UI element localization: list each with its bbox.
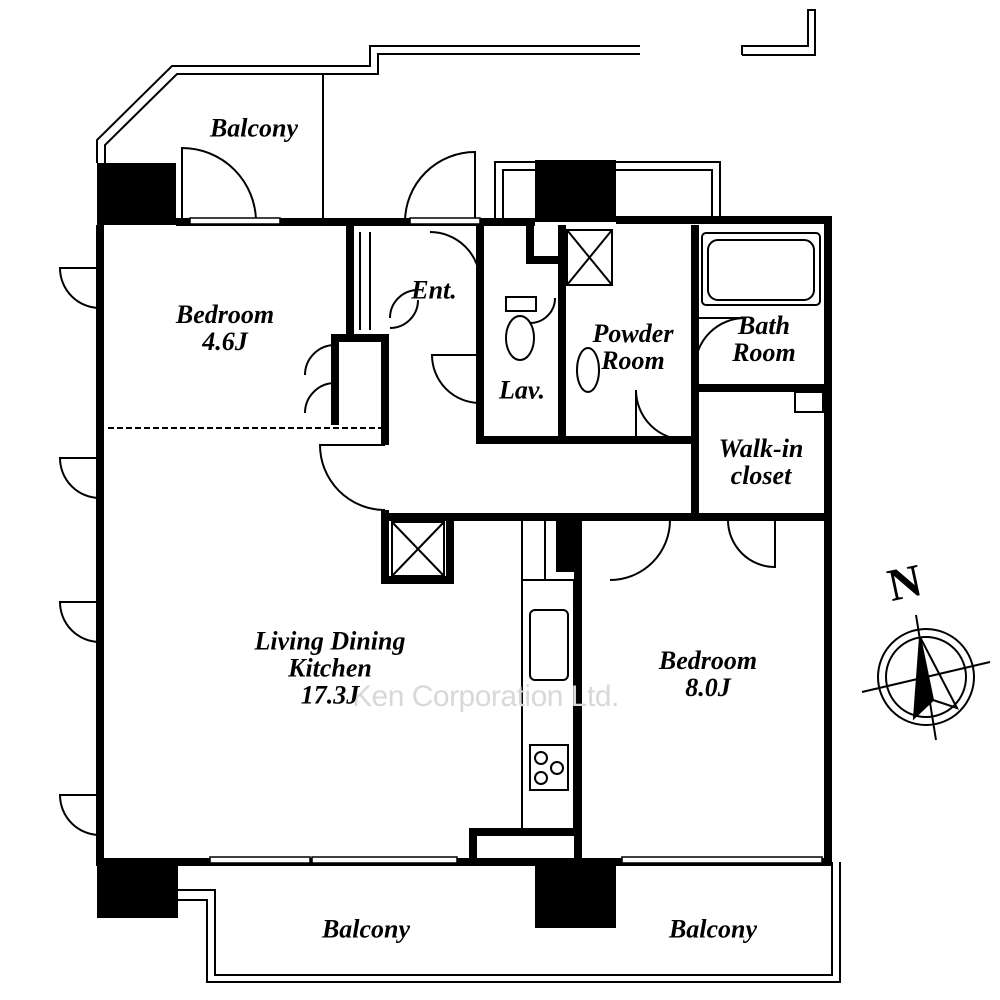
columns <box>97 160 616 928</box>
watermark: Ken Corporation Ltd. <box>352 680 619 713</box>
room-label-bedroom-small: Bedroom 4.6J <box>175 300 275 356</box>
room-label-bedroom-large: Bedroom 8.0J <box>658 646 758 702</box>
room-label-lavatory: Lav. <box>499 375 545 405</box>
room-label-walk-in-closet: Walk-in closet <box>718 434 804 490</box>
doors <box>58 146 776 836</box>
room-label-bath-room: Bath Room <box>732 311 796 367</box>
room-label-balcony-bottom-left: Balcony <box>321 914 411 944</box>
room-label-entrance: Ent. <box>411 275 457 305</box>
room-label-balcony-bottom-right: Balcony <box>668 914 758 944</box>
windows <box>189 217 823 864</box>
room-label-balcony-top: Balcony <box>209 113 299 143</box>
compass-rose-icon <box>861 614 991 741</box>
balcony-outlines <box>96 9 841 983</box>
fixtures <box>108 229 824 831</box>
room-label-powder-room: Powder Room <box>592 319 674 375</box>
room-label-ldk: Living Dining Kitchen 17.3J <box>254 626 406 710</box>
